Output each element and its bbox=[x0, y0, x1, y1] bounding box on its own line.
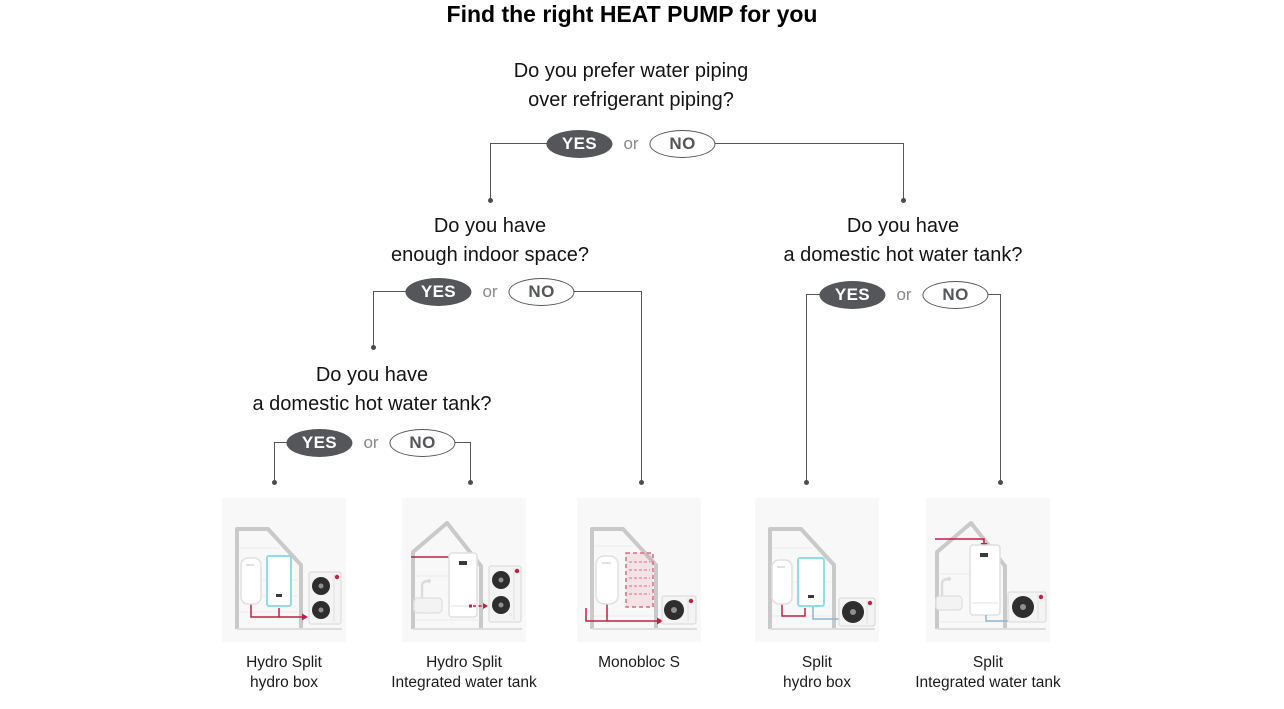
connector-indoor-yes-dot bbox=[371, 345, 376, 350]
tank-right-or-label: or bbox=[896, 285, 912, 304]
connector-indoor-no-h bbox=[574, 291, 641, 292]
monobloc-s-illustration bbox=[585, 527, 697, 630]
connector-tank-right-no-h bbox=[988, 294, 1000, 295]
root-or-label: or bbox=[623, 134, 639, 153]
product-label-hydro-split-hydro-box: Hydro Split hydro box bbox=[174, 653, 394, 693]
product-label-split-hydro-box: Split hydro box bbox=[707, 653, 927, 693]
question-indoor-space-line1: Do you have bbox=[433, 215, 547, 237]
split-hydro-box-illustration bbox=[768, 527, 876, 630]
tank-left-or-label: or bbox=[363, 433, 379, 452]
hydro-split-integrated-water-tank-illustration bbox=[411, 521, 522, 630]
product-4-name-line1: Split bbox=[801, 654, 833, 671]
connector-tank-right-no-dot bbox=[998, 480, 1003, 485]
product-card-hydro-split-hydro-box[interactable] bbox=[222, 498, 346, 642]
tank-right-yes-button[interactable]: YES bbox=[819, 281, 886, 309]
split-integrated-water-tank-illustration bbox=[935, 521, 1047, 630]
question-tank-left-line2: a domestic hot water tank? bbox=[252, 393, 492, 415]
root-answer-row: YES or NO bbox=[546, 130, 716, 158]
question-tank-right-line1: Do you have bbox=[846, 215, 960, 237]
indoor-space-answer-row: YES or NO bbox=[405, 278, 575, 306]
indoor-space-or-label: or bbox=[482, 282, 498, 301]
question-root-line2: over refrigerant piping? bbox=[528, 89, 734, 111]
product-5-name-line2: Integrated water tank bbox=[915, 674, 1061, 691]
page-title: Find the right HEAT PUMP for you bbox=[446, 1, 818, 27]
connector-tank-left-no-dot bbox=[468, 480, 473, 485]
product-label-hydro-split-integrated-water-tank: Hydro Split Integrated water tank bbox=[354, 653, 574, 693]
connector-root-no-dot bbox=[901, 198, 906, 203]
product-card-hydro-split-integrated-water-tank[interactable] bbox=[402, 498, 526, 642]
connector-indoor-no-dot bbox=[639, 480, 644, 485]
product-card-split-integrated-water-tank[interactable] bbox=[926, 498, 1050, 642]
connector-root-no-h bbox=[715, 143, 903, 144]
question-tank-left-line1: Do you have bbox=[315, 364, 429, 386]
connector-indoor-yes-h bbox=[373, 291, 406, 292]
connector-root-no-v bbox=[903, 143, 904, 199]
connector-indoor-yes-v bbox=[373, 291, 374, 346]
hydro-split-hydro-box-illustration bbox=[235, 527, 342, 630]
question-tank-left: Do you have a domestic hot water tank? bbox=[152, 361, 592, 419]
connector-tank-right-no-v bbox=[1000, 294, 1001, 481]
product-5-name-line1: Split bbox=[972, 654, 1004, 671]
product-4-name-line2: hydro box bbox=[782, 674, 852, 691]
connector-tank-right-yes-v bbox=[806, 294, 807, 481]
product-card-monobloc-s[interactable] bbox=[577, 498, 701, 642]
connector-tank-left-yes-dot bbox=[272, 480, 277, 485]
connector-tank-left-no-h bbox=[455, 442, 470, 443]
connector-root-yes-h bbox=[490, 143, 547, 144]
connector-tank-left-yes-h bbox=[274, 442, 287, 443]
connector-root-yes-dot bbox=[488, 198, 493, 203]
indoor-space-yes-button[interactable]: YES bbox=[405, 278, 472, 306]
connector-tank-left-no-v bbox=[470, 442, 471, 481]
product-2-name-line2: Integrated water tank bbox=[391, 674, 537, 691]
product-card-split-hydro-box[interactable] bbox=[755, 498, 879, 642]
connector-tank-left-yes-v bbox=[274, 442, 275, 481]
root-yes-button[interactable]: YES bbox=[546, 130, 613, 158]
connector-tank-right-yes-dot bbox=[804, 480, 809, 485]
product-2-name-line1: Hydro Split bbox=[426, 654, 502, 671]
product-label-monobloc-s: Monobloc S bbox=[529, 653, 749, 673]
connector-indoor-no-v bbox=[641, 291, 642, 481]
tank-right-no-button[interactable]: NO bbox=[922, 281, 989, 309]
product-label-split-integrated-water-tank: Split Integrated water tank bbox=[878, 653, 1098, 693]
connector-root-yes-v bbox=[490, 143, 491, 199]
product-1-name-line2: hydro box bbox=[249, 674, 319, 691]
tank-left-no-button[interactable]: NO bbox=[389, 429, 456, 457]
question-root-line1: Do you prefer water piping bbox=[513, 60, 749, 82]
root-no-button[interactable]: NO bbox=[649, 130, 716, 158]
question-root: Do you prefer water piping over refriger… bbox=[411, 57, 851, 115]
product-1-name-line1: Hydro Split bbox=[246, 654, 322, 671]
indoor-space-no-button[interactable]: NO bbox=[508, 278, 575, 306]
question-tank-right: Do you have a domestic hot water tank? bbox=[683, 212, 1123, 270]
product-3-name-line1: Monobloc S bbox=[598, 654, 680, 671]
question-indoor-space-line2: enough indoor space? bbox=[391, 244, 589, 266]
connector-tank-right-yes-h bbox=[806, 294, 820, 295]
tank-right-answer-row: YES or NO bbox=[819, 281, 989, 309]
question-indoor-space: Do you have enough indoor space? bbox=[270, 212, 710, 270]
tank-left-answer-row: YES or NO bbox=[286, 429, 456, 457]
question-tank-right-line2: a domestic hot water tank? bbox=[783, 244, 1023, 266]
tank-left-yes-button[interactable]: YES bbox=[286, 429, 353, 457]
